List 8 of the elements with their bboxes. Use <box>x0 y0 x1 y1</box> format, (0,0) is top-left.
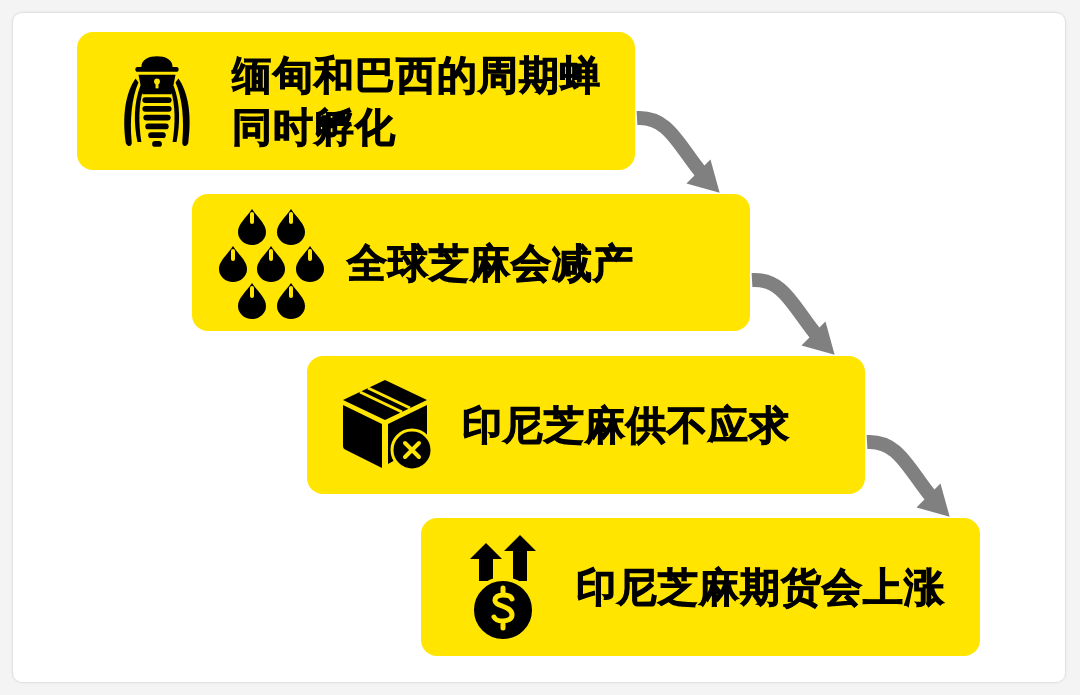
step-box <box>192 194 750 331</box>
step-label: 全球芝麻会减产 <box>347 238 634 288</box>
step-label: 缅甸和巴西的周期蝉同时孵化 <box>232 51 602 152</box>
step-box <box>77 32 635 170</box>
step-box <box>307 356 865 494</box>
step-box <box>421 518 980 656</box>
step-label: 印尼芝麻供不应求 <box>462 401 790 450</box>
step-label: 印尼芝麻期货会上涨 <box>576 563 945 612</box>
